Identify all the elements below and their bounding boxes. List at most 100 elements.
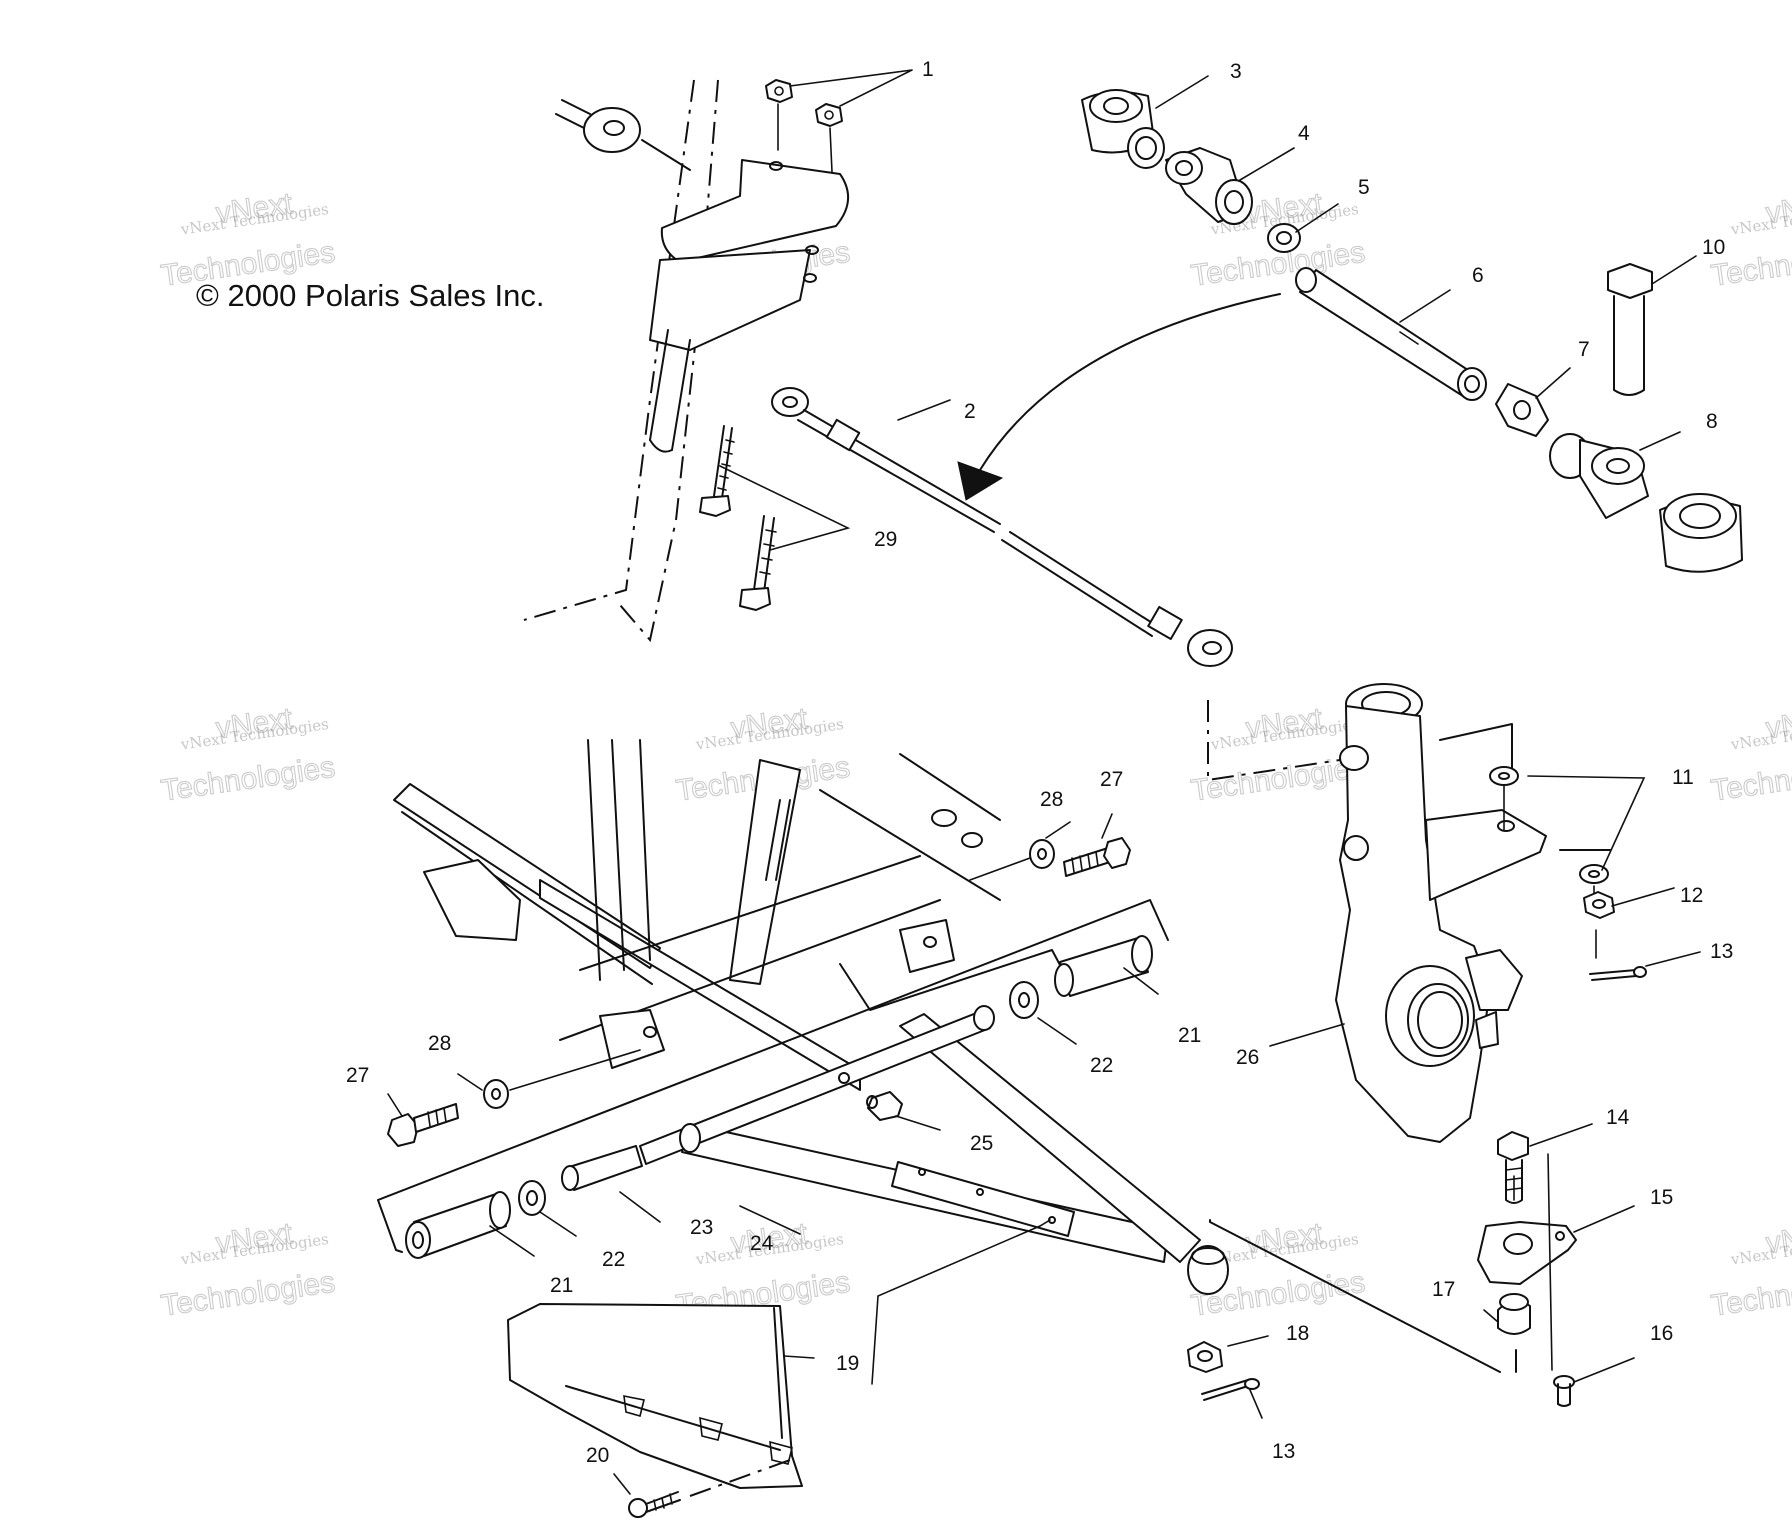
watermark-large-top: vNext [1764, 187, 1792, 230]
knuckle-upper-boss [1339, 745, 1369, 771]
plate-hole [1555, 1231, 1565, 1241]
pivot-hole [923, 936, 937, 948]
adjuster-fitting-4 [1165, 147, 1253, 225]
bolt-29b [739, 515, 777, 611]
upper-rod-end-hole [603, 120, 625, 136]
nut-5 [1267, 223, 1301, 253]
callout-4: 4 [1298, 122, 1310, 145]
callout-16: 16 [1650, 1322, 1673, 1345]
callout-1: 1 [922, 58, 934, 81]
washer-11b [1579, 864, 1609, 884]
skid-plate-19 [507, 1303, 803, 1489]
adjuster-sleeve-6 [1295, 267, 1487, 401]
leader-lines [387, 69, 1701, 1495]
callout-21b: 21 [550, 1274, 573, 1297]
watermark: vNext Technologies vNext Technologies [1188, 701, 1367, 808]
callout-2: 2 [964, 400, 976, 423]
washer-22b [518, 1180, 546, 1216]
frame-diagonal-brace [729, 759, 801, 985]
brake-mount [1465, 949, 1523, 1011]
callout-11: 11 [1672, 766, 1694, 789]
callout-15: 15 [1650, 1186, 1673, 1209]
screw-axis-dashed [689, 1459, 791, 1497]
bolt-hole [803, 273, 817, 283]
sleeve-21a [1054, 935, 1153, 997]
clip [699, 1416, 723, 1441]
skid-plate-flange [773, 1307, 783, 1439]
callout-27a: 27 [1100, 768, 1123, 791]
callout-3: 3 [1230, 60, 1242, 83]
tie-rod-end-outer [1187, 629, 1233, 667]
steering-arm-lower-plate [649, 249, 811, 351]
a-arm-rear-tube [899, 1013, 1201, 1263]
castle-nut-18 [1187, 1341, 1223, 1373]
watermark-large-bottom: Technologies [1709, 751, 1792, 808]
tie-rod-end-hole [1202, 641, 1222, 655]
tie-rod-shaft-lower [1001, 531, 1161, 637]
a-arm [561, 1005, 1229, 1295]
steering-column [649, 329, 691, 451]
rod-end-8 [1549, 433, 1649, 519]
callout-26: 26 [1236, 1046, 1259, 1069]
watermark: vNext Technologies vNext Technologies [158, 1216, 337, 1323]
watermark: vNext Technologies vNext Technologies [158, 701, 337, 808]
watermark: vNext Technologies vNext Technologies [158, 186, 337, 293]
callout-20: 20 [586, 1444, 609, 1467]
screw-20 [628, 1491, 681, 1518]
callout-27b: 27 [346, 1064, 369, 1087]
knuckle-hardware [1187, 766, 1647, 1407]
clip [623, 1394, 645, 1417]
leader-line [641, 139, 691, 171]
cotter-pin-13a [1589, 966, 1647, 981]
nut-1b [815, 103, 843, 127]
cap-17 [1497, 1293, 1531, 1335]
gusset-hole [918, 1168, 926, 1176]
callouts: 1 2 3 4 5 6 7 8 10 11 12 13 14 15 16 17 … [346, 58, 1733, 1467]
callout-8: 8 [1706, 410, 1718, 433]
adjuster-detail [1081, 89, 1743, 573]
bolt-hole [769, 161, 783, 171]
washer-28a [1029, 839, 1055, 869]
callout-21a: 21 [1178, 1024, 1201, 1047]
frame-vertical [587, 739, 651, 981]
knuckle-steering-arm [1425, 809, 1547, 901]
callout-14: 14 [1606, 1106, 1630, 1129]
bolt-27b [387, 1103, 459, 1147]
grease-fitting-25 [838, 1072, 903, 1121]
knuckle-axis-dashed [1207, 700, 1341, 782]
callout-12: 12 [1680, 884, 1703, 907]
callout-13a: 13 [1710, 940, 1733, 963]
frame-hole [961, 832, 983, 848]
gusset-hole [976, 1188, 984, 1196]
steering-arm-hole [1497, 820, 1515, 832]
leader-dash [777, 103, 833, 173]
frame-rail-edge [401, 811, 653, 985]
lower-hardware [387, 837, 1153, 1259]
knuckle-reference-box [1209, 1219, 1517, 1373]
rod-end-9 [1659, 493, 1743, 573]
washer-11a [1489, 766, 1519, 786]
frame-crossmember [539, 879, 861, 1091]
clip [769, 1440, 793, 1465]
frame-slot [765, 799, 791, 881]
upper-rod-end [583, 107, 641, 153]
cotter-pin-13b [1201, 1378, 1260, 1401]
pivot-tube-end [561, 1165, 579, 1191]
skid-plate [507, 1219, 1051, 1518]
upper-tie-rod-shaft [555, 99, 591, 129]
callout-29: 29 [874, 528, 897, 551]
screw-16 [1553, 1375, 1575, 1407]
callout-28b: 28 [428, 1032, 451, 1055]
tie-rod-end-hole [782, 396, 798, 408]
callout-17: 17 [1432, 1278, 1455, 1301]
bolt-14 [1497, 1131, 1529, 1204]
frame-lower [393, 739, 1001, 1091]
plate-hole [1503, 1233, 1533, 1255]
a-arm-gusset [891, 1161, 1075, 1237]
leader-line-29 [719, 465, 851, 551]
callout-25: 25 [970, 1132, 993, 1155]
skid-plate-edge [565, 1385, 781, 1451]
frame-outline-dashed [619, 79, 719, 643]
bolt-29a [699, 425, 735, 517]
